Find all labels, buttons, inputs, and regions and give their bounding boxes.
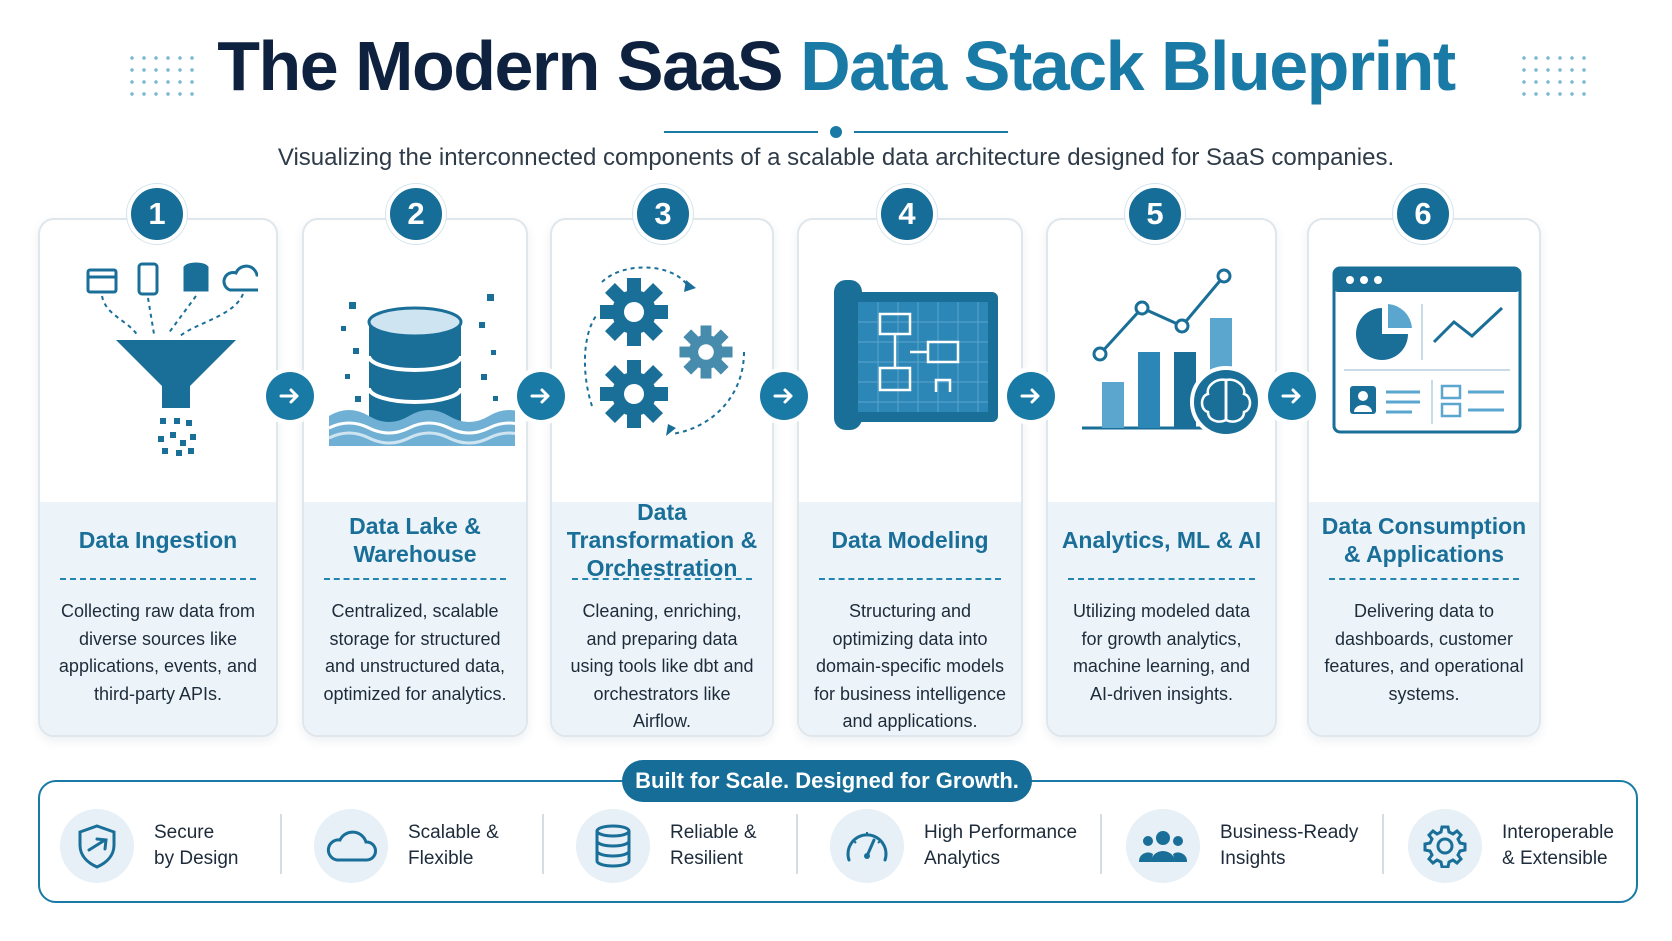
database-lake-icon [304, 256, 526, 456]
database-icon [576, 809, 650, 883]
stage-card-storage: Data Lake & Warehouse Centralized, scala… [302, 218, 528, 737]
feature-scalable: Scalable & Flexible [314, 806, 499, 886]
feature-label: Reliable & [670, 822, 757, 843]
feature-secure: Secure by Design [60, 806, 239, 886]
feature-interoperable: Interoperable & Extensible [1408, 806, 1614, 886]
step-number-badge: 2 [386, 184, 446, 244]
step-number-badge: 5 [1125, 184, 1185, 244]
step-number-badge: 1 [127, 184, 187, 244]
page-title: The Modern SaaS Data Stack Blueprint [0, 26, 1672, 106]
feature-label: Business-Ready [1220, 822, 1359, 843]
feature-label: Analytics [924, 848, 1001, 869]
stage-description: Structuring and optimizing data into dom… [813, 601, 1007, 731]
blueprint-icon [799, 256, 1021, 456]
cloud-icon [314, 809, 388, 883]
stage-description: Delivering data to dashboards, customer … [1324, 601, 1524, 704]
stage-card-consumption: Data Consumption & Applications Deliveri… [1307, 218, 1541, 737]
step-number-badge: 3 [633, 184, 693, 244]
feature-label: by Design [154, 848, 239, 869]
arrow-right-icon [1007, 372, 1055, 420]
step-number-badge: 4 [877, 184, 937, 244]
banner-title: Built for Scale. Designed for Growth. [622, 760, 1032, 802]
feature-label: Interoperable [1502, 822, 1614, 843]
decorative-dot-grid [1518, 52, 1590, 98]
stage-title: Data Lake & Warehouse [349, 513, 481, 567]
stage-description: Centralized, scalable storage for struct… [323, 601, 507, 704]
page-subtitle: Visualizing the interconnected component… [277, 144, 1395, 171]
people-icon [1126, 809, 1200, 883]
shield-icon [60, 809, 134, 883]
gears-icon [552, 256, 772, 456]
feature-label: Secure [154, 822, 215, 843]
stage-title: Data Transformation & Orchestration [566, 499, 758, 581]
arrow-right-icon [266, 372, 314, 420]
feature-label: Resilient [670, 848, 743, 869]
feature-reliable: Reliable & Resilient [576, 806, 757, 886]
arrow-right-icon [760, 372, 808, 420]
stage-title: Data Ingestion [78, 527, 238, 553]
title-dark-part: The Modern SaaS [217, 27, 783, 105]
title-divider [664, 126, 1008, 138]
funnel-icon [40, 256, 276, 456]
step-number-badge: 6 [1393, 184, 1453, 244]
feature-label: Scalable & [408, 822, 499, 843]
feature-label: & Extensible [1502, 848, 1608, 869]
gear-icon [1408, 809, 1482, 883]
dashboard-icon [1309, 256, 1539, 456]
arrow-right-icon [1268, 372, 1316, 420]
stage-title: Data Consumption & Applications [1321, 513, 1527, 567]
stage-card-transformation: Data Transformation & Orchestration Clea… [550, 218, 774, 737]
decorative-dot-grid [126, 52, 198, 98]
stage-title: Analytics, ML & AI [1061, 527, 1262, 553]
stage-card-modeling: Data Modeling Structuring and optimizing… [797, 218, 1023, 737]
stage-title: Data Modeling [831, 527, 989, 553]
stage-description: Collecting raw data from diverse sources… [58, 601, 258, 704]
stage-card-analytics: Analytics, ML & AI Utilizing modeled dat… [1046, 218, 1277, 737]
title-accent-part: Data Stack Blueprint [800, 27, 1456, 105]
speedometer-icon [830, 809, 904, 883]
growth-chart-brain-icon [1048, 256, 1275, 456]
stage-description: Utilizing modeled data for growth analyt… [1072, 601, 1251, 704]
feature-label: High Performance [924, 822, 1078, 843]
arrow-right-icon [517, 372, 565, 420]
feature-label: Flexible [408, 848, 474, 869]
feature-label: Insights [1220, 848, 1286, 869]
stage-card-ingestion: Data Ingestion Collecting raw data from … [38, 218, 278, 737]
stage-description: Cleaning, enriching, and preparing data … [570, 601, 754, 731]
